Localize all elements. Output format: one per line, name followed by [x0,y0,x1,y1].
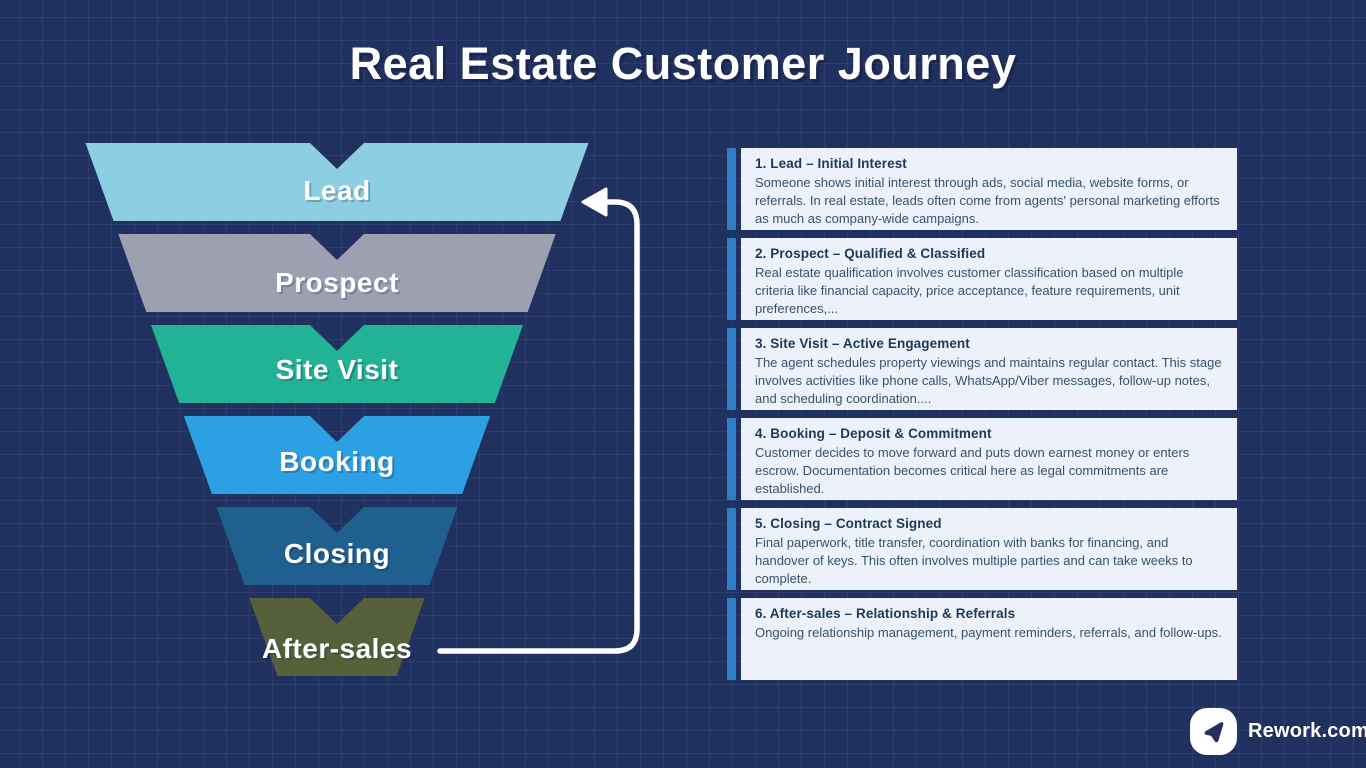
card-accent-bar [727,148,736,230]
card-body: The agent schedules property viewings an… [755,355,1222,407]
card-site-visit: 3. Site Visit – Active Engagement The ag… [727,328,1237,410]
brand-footer: Rework.com [1190,707,1366,755]
card-heading: 4. Booking – Deposit & Commitment [755,426,992,441]
card-accent-bar [727,598,736,680]
card-body: Ongoing relationship management, payment… [755,625,1222,640]
stage-description-list: 1. Lead – Initial Interest Someone shows… [727,148,1237,680]
card-accent-bar [727,508,736,590]
card-body: Customer decides to move forward and put… [755,445,1190,497]
card-accent-bar [727,238,736,320]
page-title: Real Estate Customer Journey [349,38,1017,89]
card-heading: 1. Lead – Initial Interest [755,156,907,171]
card-heading: 6. After-sales – Relationship & Referral… [755,606,1016,621]
card-accent-bar [727,418,736,500]
card-closing: 5. Closing – Contract Signed Final paper… [727,508,1237,590]
card-heading: 5. Closing – Contract Signed [755,516,942,531]
card-accent-bar [727,328,736,410]
card-body: Final paperwork, title transfer, coordin… [755,535,1193,587]
card-heading: 3. Site Visit – Active Engagement [755,336,970,351]
brand-name: Rework.com [1248,719,1366,742]
card-body: Real estate qualification involves custo… [755,265,1184,317]
card-lead: 1. Lead – Initial Interest Someone shows… [727,148,1237,230]
funnel-label-prospect: Prospect [275,267,399,298]
loop-arrow-head [581,187,608,217]
funnel-label-booking: Booking [279,446,395,477]
funnel-label-after-sales: After-sales [261,633,413,664]
rework-logo-icon [1190,707,1237,755]
card-after-sales: 6. After-sales – Relationship & Referral… [727,598,1237,680]
card-heading: 2. Prospect – Qualified & Classified [755,246,986,261]
card-body: Someone shows initial interest through a… [755,175,1220,227]
funnel-label-lead: Lead [303,175,371,206]
card-booking: 4. Booking – Deposit & Commitment Custom… [727,418,1237,500]
card-prospect: 2. Prospect – Qualified & Classified Rea… [727,238,1237,320]
funnel-label-site-visit: Site Visit [275,354,399,385]
funnel-label-closing: Closing [283,538,391,569]
